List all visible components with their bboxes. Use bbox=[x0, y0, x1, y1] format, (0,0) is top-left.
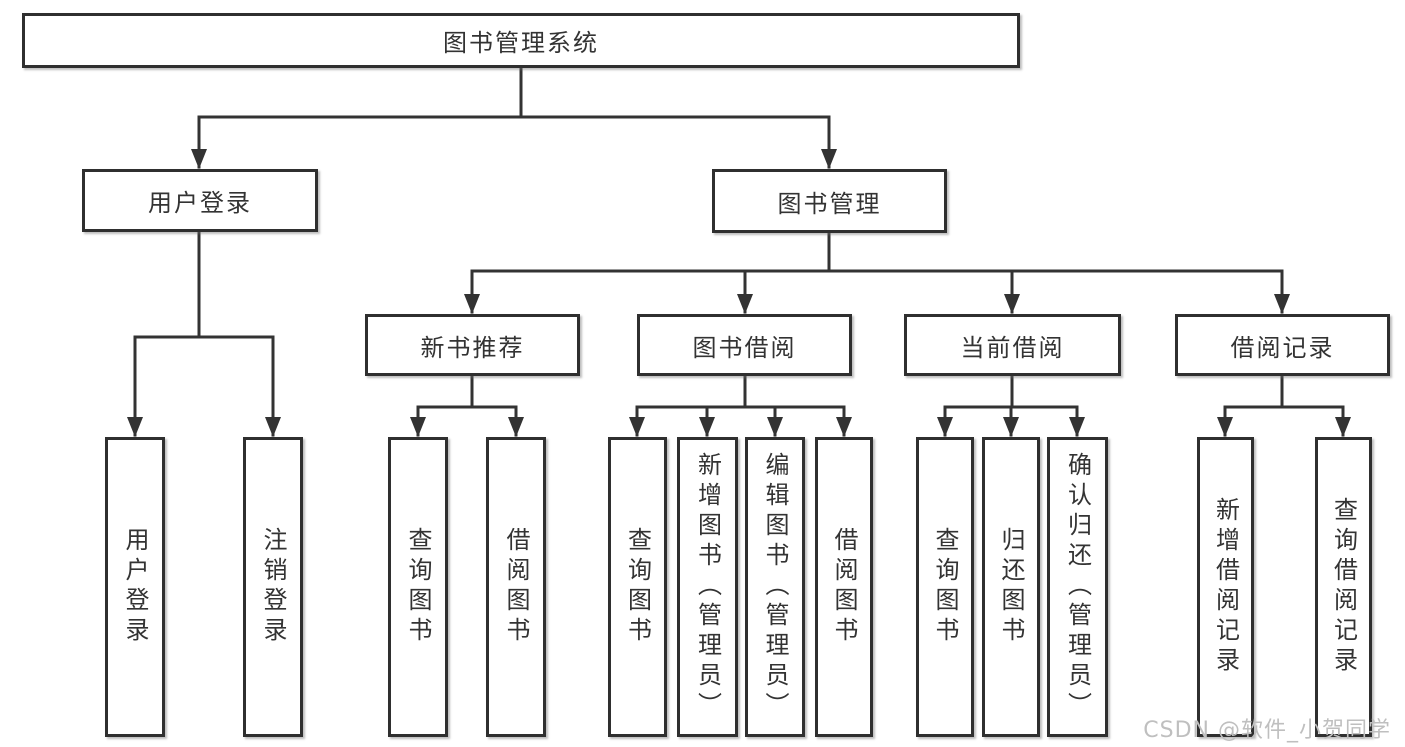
leaf-edit-book-admin-label: 编辑图书（管理员） bbox=[761, 452, 789, 722]
leaf-return-book: 归还图书 bbox=[982, 437, 1040, 737]
arrowhead bbox=[265, 417, 281, 437]
leaf-borrowing-borrow-books: 借阅图书 bbox=[815, 437, 873, 737]
leaf-user-login: 用户登录 bbox=[105, 437, 165, 737]
arrowhead bbox=[1274, 294, 1290, 314]
arrowhead bbox=[1004, 294, 1020, 314]
arrowhead bbox=[508, 417, 524, 437]
arrowhead bbox=[464, 294, 480, 314]
node-book-borrowing-label: 图书借阅 bbox=[692, 333, 797, 362]
node-current-borrowing-label: 当前借阅 bbox=[960, 333, 1065, 362]
leaf-borrowing-query-books: 查询图书 bbox=[608, 437, 667, 737]
arrowhead bbox=[127, 417, 143, 437]
leaf-recommend-query-books: 查询图书 bbox=[388, 437, 448, 737]
arrowhead bbox=[1335, 417, 1351, 437]
leaf-current-query-books-label: 查询图书 bbox=[931, 527, 959, 647]
leaf-query-borrow-record: 查询借阅记录 bbox=[1315, 437, 1372, 737]
leaf-logout: 注销登录 bbox=[243, 437, 303, 737]
arrowheads bbox=[127, 149, 1351, 437]
leaf-add-book-admin: 新增图书（管理员） bbox=[677, 437, 738, 737]
arrowhead bbox=[699, 417, 715, 437]
node-borrow-records: 借阅记录 bbox=[1175, 314, 1390, 376]
node-book-management: 图书管理 bbox=[712, 169, 947, 233]
leaf-edit-book-admin: 编辑图书（管理员） bbox=[745, 437, 805, 737]
arrowhead bbox=[821, 149, 837, 169]
connector-borrow-records-branch bbox=[1223, 374, 1345, 437]
node-user-login-branch-label: 用户登录 bbox=[148, 189, 252, 217]
connector-new-book-branch bbox=[416, 374, 518, 437]
arrowhead bbox=[191, 149, 207, 169]
arrowhead bbox=[737, 294, 753, 314]
node-current-borrowing: 当前借阅 bbox=[904, 314, 1121, 376]
arrowhead bbox=[767, 417, 783, 437]
leaf-confirm-return-admin: 确认归还（管理员） bbox=[1047, 437, 1108, 737]
arrowhead bbox=[629, 417, 645, 437]
leaf-logout-label: 注销登录 bbox=[259, 527, 287, 647]
arrowhead bbox=[937, 417, 953, 437]
node-borrow-records-label: 借阅记录 bbox=[1230, 333, 1335, 362]
leaf-add-borrow-record: 新增借阅记录 bbox=[1197, 437, 1254, 737]
leaf-borrowing-borrow-books-label: 借阅图书 bbox=[830, 527, 858, 647]
leaf-user-login-label: 用户登录 bbox=[121, 527, 149, 647]
leaf-current-query-books: 查询图书 bbox=[916, 437, 974, 737]
node-book-management-label: 图书管理 bbox=[777, 189, 882, 218]
leaf-recommend-borrow-books-label: 借阅图书 bbox=[502, 527, 530, 647]
leaf-add-borrow-record-label: 新增借阅记录 bbox=[1211, 497, 1240, 677]
leaf-query-borrow-record-label: 查询借阅记录 bbox=[1329, 497, 1358, 677]
arrowhead bbox=[1069, 417, 1085, 437]
connector-user-login-branch bbox=[133, 230, 275, 437]
arrowhead bbox=[836, 417, 852, 437]
leaf-confirm-return-admin-label: 确认归还（管理员） bbox=[1063, 452, 1092, 722]
node-root-label: 图书管理系统 bbox=[443, 29, 599, 57]
node-new-book-recommend-label: 新书推荐 bbox=[420, 333, 525, 362]
csdn-watermark: CSDN @软件_小贺同学 bbox=[1143, 718, 1391, 743]
node-user-login-branch: 用户登录 bbox=[82, 169, 318, 232]
node-new-book-recommend: 新书推荐 bbox=[365, 314, 580, 376]
node-root: 图书管理系统 bbox=[22, 13, 1020, 68]
arrowhead bbox=[1003, 417, 1019, 437]
connector-book-mgmt-branch bbox=[470, 231, 1284, 314]
arrowhead bbox=[1217, 417, 1233, 437]
connector-root-to-level2 bbox=[197, 66, 831, 169]
connector-book-borrow-branch bbox=[635, 374, 846, 437]
node-book-borrowing: 图书借阅 bbox=[637, 314, 852, 376]
leaf-return-book-label: 归还图书 bbox=[997, 527, 1025, 647]
leaf-recommend-query-books-label: 查询图书 bbox=[404, 527, 432, 647]
leaf-recommend-borrow-books: 借阅图书 bbox=[486, 437, 546, 737]
leaf-add-book-admin-label: 新增图书（管理员） bbox=[693, 452, 722, 722]
leaf-borrowing-query-books-label: 查询图书 bbox=[623, 527, 652, 647]
arrowhead bbox=[410, 417, 426, 437]
